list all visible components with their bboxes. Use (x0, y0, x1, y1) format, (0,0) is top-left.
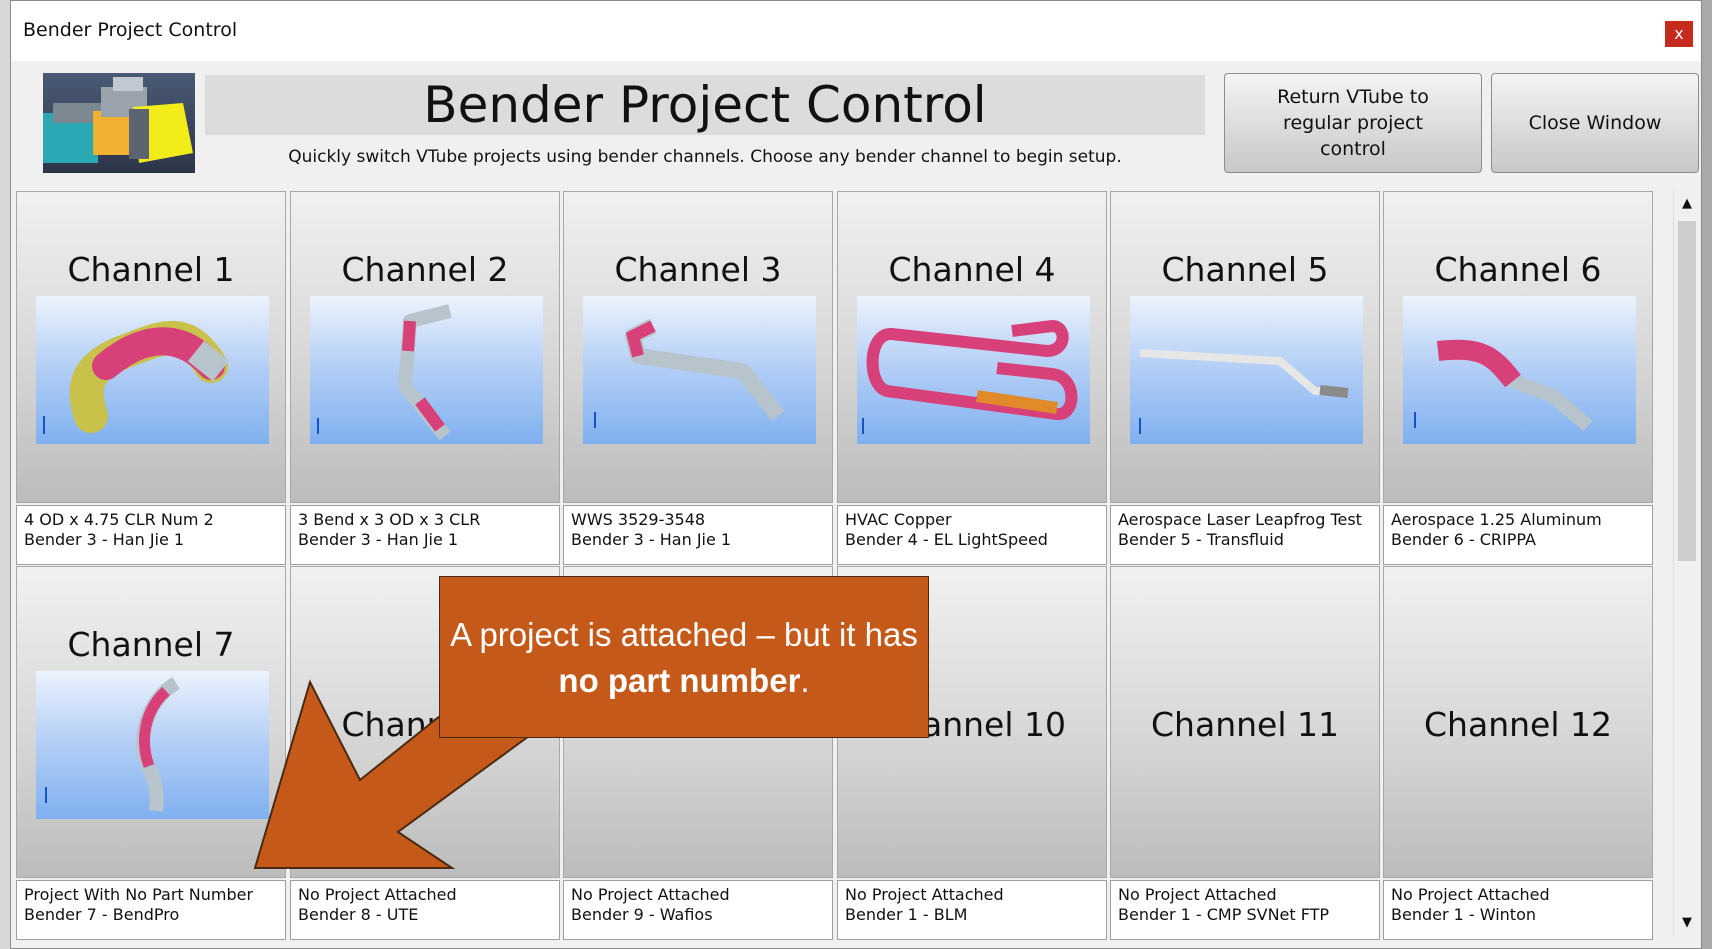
background-desktop-edge (0, 0, 10, 949)
channel-button-2[interactable]: Channel 2 (290, 191, 560, 503)
window-title: Bender Project Control (23, 19, 238, 41)
channel-project-name: 3 Bend x 3 OD x 3 CLR (298, 510, 481, 529)
scrollbar-thumb[interactable] (1678, 221, 1696, 561)
channel-project-name: Project With No Part Number (24, 885, 254, 904)
channel-button-1[interactable]: Channel 1 (16, 191, 286, 503)
channel-info: HVAC Copper Bender 4 - EL LightSpeed (837, 505, 1107, 565)
channel-info: No Project Attached Bender 1 - BLM (837, 880, 1107, 940)
channel-info: No Project Attached Bender 8 - UTE (290, 880, 560, 940)
tube-preview-image (1403, 296, 1636, 444)
channel-button-11[interactable]: Channel 11 (1110, 566, 1380, 878)
channel-button-4[interactable]: Channel 4 (837, 191, 1107, 503)
title-bar: Bender Project Control x (11, 1, 1701, 61)
channel-project-name: No Project Attached (298, 885, 457, 904)
return-vtube-button[interactable]: Return VTube to regular project control (1224, 73, 1482, 173)
channel-bender-name: Bender 3 - Han Jie 1 (571, 530, 732, 549)
annotation-callout: A project is attached – but it has no pa… (439, 576, 929, 738)
channel-info: No Project Attached Bender 1 - Winton (1383, 880, 1653, 940)
header-banner (205, 75, 1205, 135)
vertical-scrollbar[interactable]: ▲ ▼ (1673, 191, 1700, 936)
channel-project-name: HVAC Copper (845, 510, 952, 529)
tube-preview-image (583, 296, 816, 444)
callout-text-start: A project is attached – but it has (450, 616, 918, 653)
channel-button-7[interactable]: Channel 7 (16, 566, 286, 878)
channel-button-6[interactable]: Channel 6 (1383, 191, 1653, 503)
callout-text-bold: no part number (558, 662, 801, 699)
channel-project-name: No Project Attached (1391, 885, 1550, 904)
scroll-up-icon[interactable]: ▲ (1682, 196, 1692, 211)
channel-info: No Project Attached Bender 1 - CMP SVNet… (1110, 880, 1380, 940)
channel-bender-name: Bender 4 - EL LightSpeed (845, 530, 1048, 549)
channel-label: Channel 5 (1161, 250, 1329, 289)
channel-project-name: No Project Attached (571, 885, 730, 904)
channel-info: Aerospace Laser Leapfrog Test Bender 5 -… (1110, 505, 1380, 565)
tube-preview-image (857, 296, 1090, 444)
close-window-label: Close Window (1528, 112, 1662, 134)
channel-info: 3 Bend x 3 OD x 3 CLR Bender 3 - Han Jie… (290, 505, 560, 565)
scroll-down-icon[interactable]: ▼ (1682, 915, 1692, 930)
channel-bender-name: Bender 1 - Winton (1391, 905, 1537, 924)
channel-info: 4 OD x 4.75 CLR Num 2 Bender 3 - Han Jie… (16, 505, 286, 565)
channel-button-12[interactable]: Channel 12 (1383, 566, 1653, 878)
channel-button-3[interactable]: Channel 3 (563, 191, 833, 503)
channel-info: Aerospace 1.25 Aluminum Bender 6 - CRIPP… (1383, 505, 1653, 565)
channel-bender-name: Bender 8 - UTE (298, 905, 419, 924)
bender-project-control-window: Bender Project Control x Bender Project … (10, 0, 1702, 949)
page-subtitle: Quickly switch VTube projects using bend… (288, 147, 1122, 167)
tube-preview-image (36, 296, 269, 444)
channel-info: Project With No Part Number Bender 7 - B… (16, 880, 286, 940)
channel-bender-name: Bender 6 - CRIPPA (1391, 530, 1536, 549)
channel-info: WWS 3529-3548 Bender 3 - Han Jie 1 (563, 505, 833, 565)
channel-bender-name: Bender 7 - BendPro (24, 905, 180, 924)
header: Bender Project Control Quickly switch VT… (11, 61, 1701, 186)
channel-label: Channel 12 (1424, 705, 1612, 744)
channel-label: Channel 4 (888, 250, 1056, 289)
channel-label: Channel 11 (1151, 705, 1339, 744)
channel-bender-name: Bender 3 - Han Jie 1 (298, 530, 459, 549)
channel-label: Channel 3 (614, 250, 782, 289)
channel-project-name: No Project Attached (1118, 885, 1277, 904)
channel-bender-name: Bender 1 - BLM (845, 905, 968, 924)
channel-bender-name: Bender 9 - Wafios (571, 905, 713, 924)
return-vtube-label: Return VTube to regular project control (1277, 86, 1429, 160)
channel-project-name: Aerospace Laser Leapfrog Test (1118, 510, 1362, 529)
channel-project-name: 4 OD x 4.75 CLR Num 2 (24, 510, 214, 529)
channel-bender-name: Bender 3 - Han Jie 1 (24, 530, 185, 549)
tube-preview-image (1130, 296, 1363, 444)
channel-bender-name: Bender 1 - CMP SVNet FTP (1118, 905, 1330, 924)
channel-bender-name: Bender 5 - Transfluid (1118, 530, 1284, 549)
callout-text-end: . (800, 662, 810, 699)
bender-machine-logo (43, 73, 195, 173)
channel-project-name: Aerospace 1.25 Aluminum (1391, 510, 1602, 529)
window-close-button[interactable]: x (1665, 21, 1693, 47)
channel-label: Channel 2 (341, 250, 509, 289)
tube-preview-image (36, 671, 269, 819)
page-title: Bender Project Control (423, 76, 987, 134)
tube-preview-image (310, 296, 543, 444)
channel-label: Channel 6 (1434, 250, 1602, 289)
close-window-button[interactable]: Close Window (1491, 73, 1699, 173)
channel-button-5[interactable]: Channel 5 (1110, 191, 1380, 503)
channel-label: Channel 1 (67, 250, 235, 289)
channel-project-name: WWS 3529-3548 (571, 510, 706, 529)
channel-grid: Channel 1 4 OD x 4.75 CLR Num 2 Bender 3… (16, 191, 1668, 941)
channel-info: No Project Attached Bender 9 - Wafios (563, 880, 833, 940)
channel-project-name: No Project Attached (845, 885, 1004, 904)
channel-label: Channel 7 (67, 625, 235, 664)
